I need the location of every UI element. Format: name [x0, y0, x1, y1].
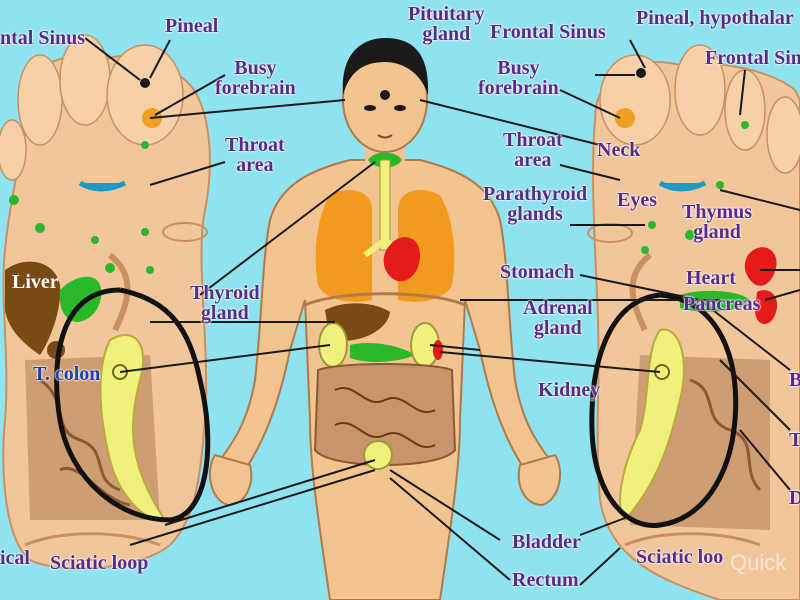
label-thymus-gland: Thymus gland — [682, 201, 753, 243]
liver-zone — [5, 261, 61, 355]
body-figure — [208, 38, 562, 600]
label-busy-forebrain-left: Busy forebrain — [215, 57, 296, 99]
label-busy-forebrain-center: Busy forebrain — [478, 57, 559, 99]
label-adrenal-gland: Adrenal gland — [523, 297, 593, 339]
label-throat-area-center: Throat area — [503, 129, 563, 171]
label-eyes: Eyes — [617, 189, 657, 211]
label-sciatic-loop-left: Sciatic loop — [50, 552, 149, 574]
label-frontal-sinus-left: ntal Sinus — [0, 27, 86, 49]
label-ical-left: ical — [0, 547, 30, 569]
heart-organ — [383, 237, 420, 282]
right-hand — [517, 453, 562, 507]
leader-lines — [84, 37, 800, 586]
label-frontal-sinus-center: Frontal Sinus — [490, 21, 606, 43]
stomach-organ — [350, 343, 415, 362]
label-pituitary-gland: Pituitary gland — [408, 3, 485, 45]
eye-band — [658, 180, 707, 192]
label-rectum: Rectum — [512, 569, 579, 591]
stomach-zone — [59, 276, 102, 322]
label-t-colon: T. colon — [33, 363, 101, 385]
label-edge-d: D — [789, 487, 800, 509]
heart-zone — [744, 247, 777, 286]
label-neck: Neck — [597, 139, 641, 161]
watermark: Quick — [730, 550, 787, 575]
forebrain-spot — [615, 108, 635, 128]
left-lung — [315, 190, 372, 302]
right-foot — [587, 44, 800, 600]
pineal-point — [140, 78, 150, 88]
label-edge-b: B — [789, 369, 800, 391]
label-throat-area-left: Throat area — [225, 134, 285, 176]
hair — [342, 38, 429, 95]
ink-circle-left — [54, 287, 211, 523]
toe — [0, 119, 27, 181]
toe — [674, 44, 726, 136]
label-thyroid-gland: Thyroid gland — [190, 282, 260, 324]
label-liver: Liver — [12, 271, 59, 293]
label-edge-t: T — [789, 429, 800, 451]
label-pineal-hypothalamus-right: Pineal, hypothalar — [636, 7, 794, 29]
ink-circle-right — [589, 292, 739, 529]
label-pineal-left: Pineal — [165, 15, 219, 37]
bladder-organ — [363, 440, 393, 470]
toe — [17, 54, 63, 146]
left-foot — [0, 34, 211, 570]
label-parathyroid-glands: Parathyroid glands — [483, 183, 588, 225]
toe — [766, 96, 800, 174]
big-toe — [106, 44, 184, 146]
label-frontal-sinus-right: Frontal Sin — [705, 47, 800, 69]
big-toe — [599, 54, 671, 146]
label-sciatic-loop-right: Sciatic loo — [636, 546, 724, 568]
label-heart: Heart — [686, 267, 736, 289]
toe — [724, 69, 766, 151]
label-pancreas: Pancreas — [683, 293, 761, 315]
label-stomach: Stomach — [500, 261, 575, 283]
eye-band — [78, 180, 127, 192]
pineal-point — [636, 68, 646, 78]
label-kidney: Kidney — [538, 379, 601, 401]
label-bladder: Bladder — [512, 531, 581, 553]
